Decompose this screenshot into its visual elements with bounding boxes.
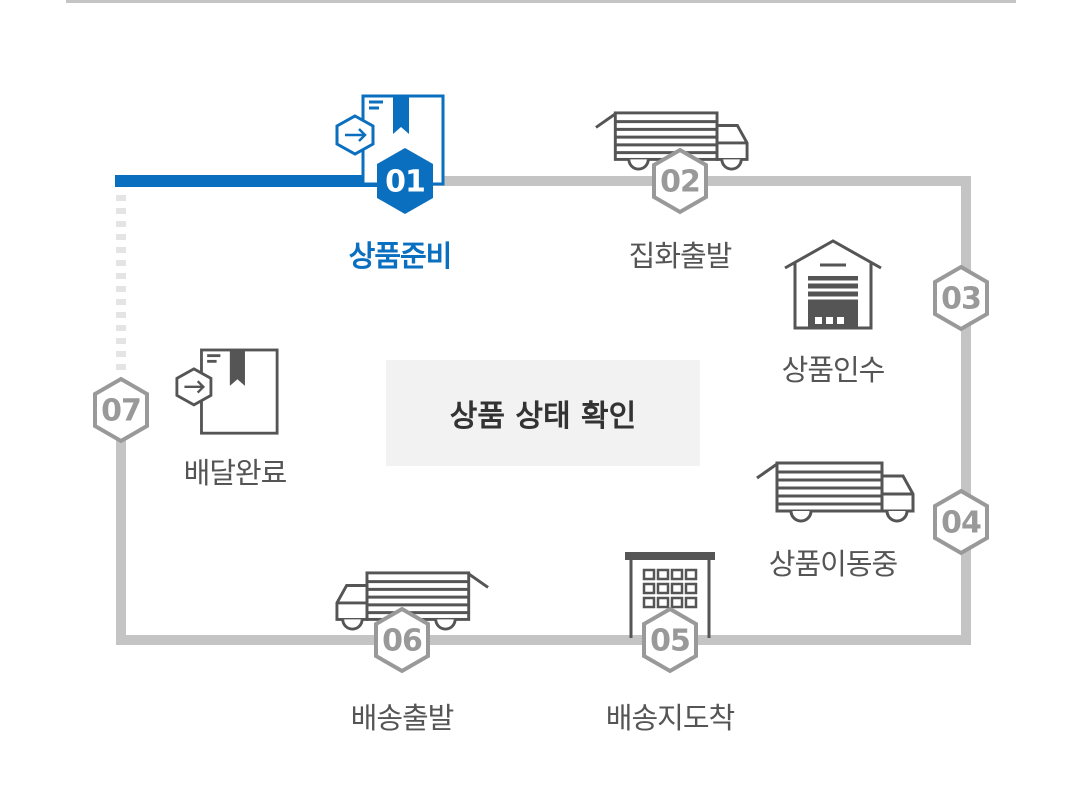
step-number-03: 03 bbox=[941, 281, 982, 317]
step-hexagons bbox=[93, 147, 989, 674]
step-label-01: 상품준비 bbox=[348, 239, 453, 273]
step-label-06: 배송출발 bbox=[350, 701, 455, 735]
truck-icon bbox=[755, 461, 915, 523]
hexagon-04 bbox=[933, 488, 989, 556]
step-number-02: 02 bbox=[660, 164, 701, 200]
track-line bbox=[115, 175, 971, 645]
step-label-03: 상품인수 bbox=[781, 353, 886, 387]
top-divider bbox=[66, 0, 1016, 3]
step-number-07: 07 bbox=[101, 393, 142, 429]
warehouse-icon bbox=[784, 239, 882, 330]
package-box-icon bbox=[175, 348, 279, 435]
hexagon-02 bbox=[652, 147, 708, 215]
hexagon-05 bbox=[642, 606, 698, 674]
step-number-06: 06 bbox=[382, 623, 423, 659]
building-icon bbox=[625, 552, 715, 638]
hexagon-07 bbox=[93, 376, 149, 444]
status-check-title-text: 상품 상태 확인 bbox=[449, 399, 637, 434]
step-label-04: 상품이동중 bbox=[768, 547, 898, 581]
hexagon-06 bbox=[374, 606, 430, 674]
status-check-title: 상품 상태 확인 bbox=[386, 360, 700, 466]
step-number-05: 05 bbox=[650, 623, 691, 659]
hexagon-01 bbox=[377, 148, 433, 214]
step-label-07: 배달완료 bbox=[183, 456, 288, 490]
step-label-05: 배송지도착 bbox=[605, 701, 735, 735]
hexagon-03 bbox=[933, 264, 989, 332]
step-number-04: 04 bbox=[941, 505, 982, 541]
step-label-02: 집화출발 bbox=[628, 239, 733, 273]
step-number-01: 01 bbox=[385, 164, 426, 200]
